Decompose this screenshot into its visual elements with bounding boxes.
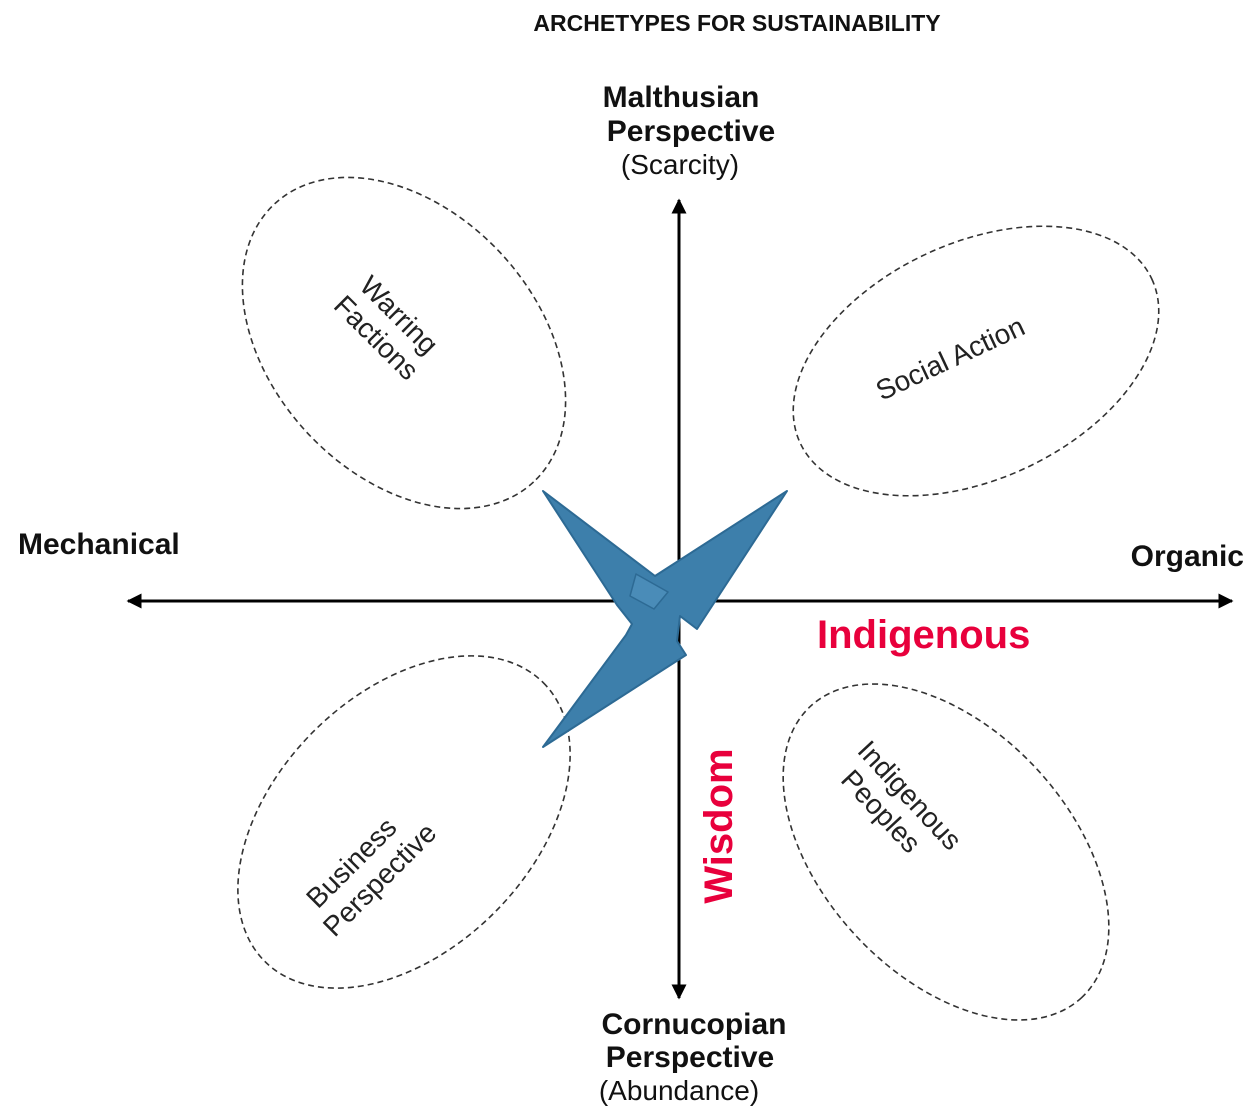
ellipse-indigenous-peoples xyxy=(782,683,1110,1021)
social-action-label: Social Action xyxy=(871,311,1029,407)
annotation-indigenous: Indigenous xyxy=(817,613,1030,657)
annotation-wisdom: Wisdom xyxy=(697,748,741,903)
annotation-wisdom-group: Wisdom xyxy=(697,748,741,903)
convergence-shape-inner xyxy=(629,573,669,610)
quadrant-bottom-left-label: Business Perspective xyxy=(300,812,442,943)
bottom-axis-label-line1: Cornucopian xyxy=(602,1008,787,1041)
top-axis-label-line2: Perspective xyxy=(607,115,775,148)
quadrant-top-right-label: Social Action xyxy=(871,311,1029,407)
left-axis-label: Mechanical xyxy=(18,528,180,561)
ellipse-warring-factions xyxy=(241,176,567,510)
diagram-title: ARCHETYPES FOR SUSTAINABILITY xyxy=(533,10,940,36)
bottom-axis-label-line3: (Abundance) xyxy=(599,1075,759,1106)
convergence-shape xyxy=(542,490,788,748)
quadrant-bottom-right-label: Indigenous Peoples xyxy=(835,735,968,859)
top-axis-label-line3: (Scarcity) xyxy=(621,149,739,180)
quadrant-top-left-label: Warring Factions xyxy=(328,270,444,386)
ellipse-business-perspective xyxy=(237,655,571,989)
ellipse-social-action xyxy=(792,225,1160,497)
right-axis-label: Organic xyxy=(1131,540,1244,573)
top-axis-label-line1: Malthusian xyxy=(603,81,760,114)
bottom-axis-label-line2: Perspective xyxy=(606,1041,774,1074)
